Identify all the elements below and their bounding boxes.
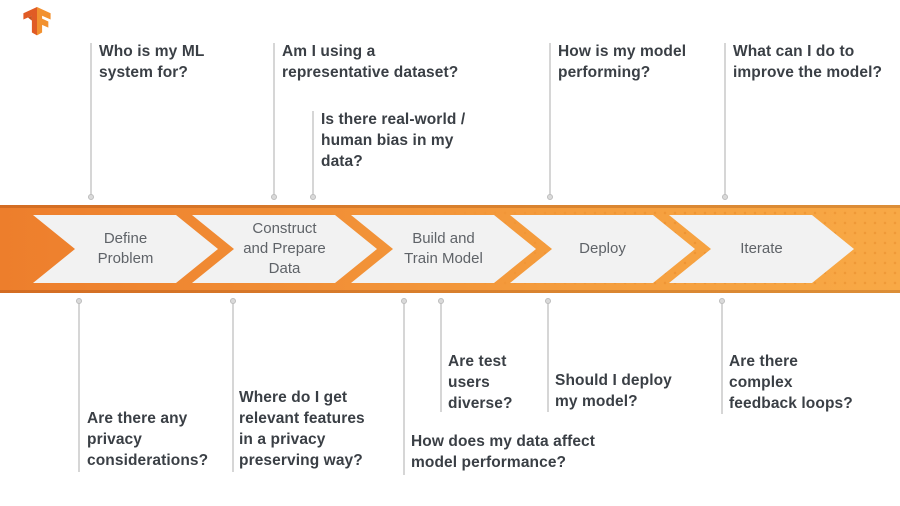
connector-improve-model	[722, 43, 728, 200]
stage-label: Define Problem	[97, 230, 154, 267]
connector-who-is-my-ml	[88, 43, 94, 200]
connector-representative-dataset	[271, 43, 277, 200]
connector-data-affect-performance	[401, 298, 407, 475]
connector-feedback-loops	[719, 298, 725, 414]
connector-dot	[438, 298, 444, 304]
connector-dot	[722, 194, 728, 200]
question-real-world-bias: Is there real-world / human bias in my d…	[321, 111, 466, 170]
connector-dot	[88, 194, 94, 200]
question-privacy-considerations: Are there any privacy considerations?	[87, 410, 209, 469]
stage-chevron-iterate: Iterate	[669, 215, 854, 283]
process-band: Define Problem Construct and Prepare Dat…	[0, 205, 900, 293]
connector-dot	[545, 298, 551, 304]
question-representative-dataset: Am I using a representative dataset?	[282, 43, 459, 81]
connector-dot	[271, 194, 277, 200]
connector-dot	[230, 298, 236, 304]
connector-dot	[719, 298, 725, 304]
connector-dot	[401, 298, 407, 304]
connector-real-world-bias	[310, 111, 316, 200]
question-feedback-loops: Are there complex feedback loops?	[729, 353, 853, 412]
stage-label: Build and Train Model	[404, 230, 483, 267]
stage-label: Construct and Prepare Data	[243, 220, 326, 277]
process-chevrons: Define Problem Construct and Prepare Dat…	[0, 205, 900, 293]
connector-privacy-considerations	[76, 298, 82, 472]
connector-test-users-diverse	[438, 298, 444, 412]
connector-dot	[547, 194, 553, 200]
connector-privacy-preserving	[230, 298, 236, 472]
question-who-is-my-ml: Who is my ML system for?	[99, 43, 205, 81]
connector-dot	[76, 298, 82, 304]
connector-model-performing	[547, 43, 553, 200]
stage-chevron-build-train-model: Build and Train Model	[351, 215, 536, 283]
question-should-i-deploy: Should I deploy my model?	[555, 372, 672, 410]
connector-should-i-deploy	[545, 298, 551, 412]
tensorflow-logo-icon	[23, 7, 51, 36]
stage-label: Deploy	[579, 240, 626, 257]
stage-chevron-construct-prepare-data: Construct and Prepare Data	[192, 215, 377, 283]
stage-label: Iterate	[740, 240, 783, 257]
question-improve-model: What can I do to improve the model?	[733, 43, 883, 81]
question-data-affect-performance: How does my data affect model performanc…	[411, 433, 596, 471]
question-test-users-diverse: Are test users diverse?	[448, 353, 513, 412]
connector-dot	[310, 194, 316, 200]
stage-chevron-deploy: Deploy	[510, 215, 695, 283]
question-privacy-preserving: Where do I get relevant features in a pr…	[239, 389, 365, 469]
question-model-performing: How is my model performing?	[558, 43, 687, 81]
stage-chevron-define-problem: Define Problem	[33, 215, 218, 283]
